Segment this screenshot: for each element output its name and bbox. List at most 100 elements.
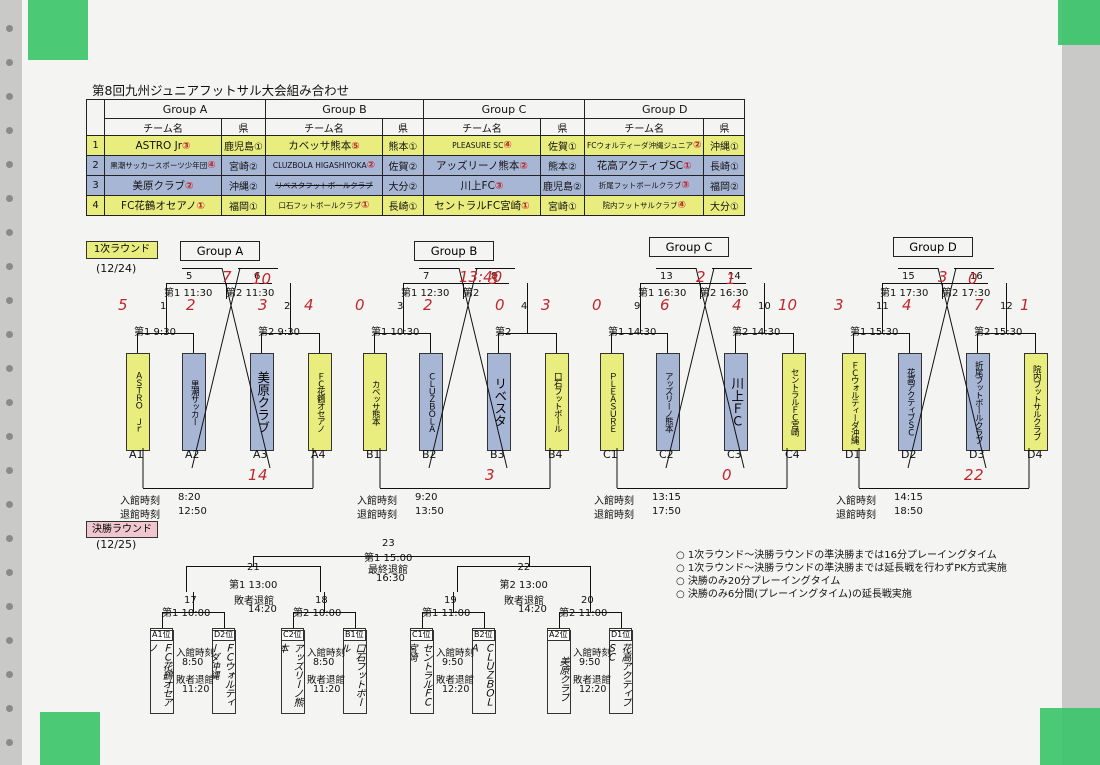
pref-cell: 鹿児島②: [539, 175, 585, 196]
tape-bottom-left: [40, 712, 100, 765]
match-no: 6: [254, 271, 261, 282]
match-no: 7: [423, 271, 430, 282]
binder-hole: [6, 229, 13, 236]
entry-label: 入館時刻: [357, 496, 397, 507]
bracket-line: [355, 612, 356, 628]
binder-hole: [6, 637, 13, 644]
bracket-line: [656, 268, 696, 269]
team-box: ＡＳＴＲＯ Ｊｒ: [126, 353, 150, 451]
bracket-cross-lines: [379, 268, 551, 488]
pref-cell: 大分②: [381, 175, 424, 196]
slot-label: A1: [129, 448, 144, 461]
bracket-line: [1006, 313, 1007, 333]
qf-entry-label: 入館時刻: [176, 648, 215, 659]
rank-mark: ①: [683, 161, 692, 172]
score-mark: 1: [726, 270, 736, 288]
match-time: 第1 10:30: [371, 327, 420, 338]
rank-mark: ④: [207, 160, 216, 171]
row-number: 2: [86, 155, 105, 176]
bracket-line: [1035, 333, 1036, 353]
group-a-header: Group A: [104, 99, 266, 119]
qf-match-no: 18: [315, 595, 328, 606]
match-no: 13: [660, 271, 673, 282]
bracket-line: [712, 268, 752, 269]
bracket-cross-lines: [142, 268, 314, 488]
rule-note: ○ 決勝のみ6分間(プレーイングタイム)の延長戦実施: [676, 589, 912, 600]
pref-cell: 大分①: [703, 195, 746, 216]
exit-label: 退館時刻: [120, 510, 160, 521]
slot-label: B3: [490, 448, 505, 461]
slot-label: C4: [785, 448, 800, 461]
match-time: 第2 11:30: [226, 288, 275, 299]
score-mark: 7: [222, 268, 232, 286]
bracket-line: [422, 612, 423, 628]
team-box: ＣＬＵＺＢＯＬＡ: [419, 353, 443, 451]
pref-cell: 福岡①: [221, 195, 266, 216]
entry-label: 入館時刻: [594, 496, 634, 507]
final-time: 第1 15:00: [364, 553, 413, 564]
binder-hole: [6, 569, 13, 576]
pref-cell: 福岡②: [703, 175, 746, 196]
team-box: セントラルＦＣ宮崎: [782, 353, 806, 451]
exit-time: 13:50: [415, 506, 444, 517]
qf-loser-label: 敗者退館: [573, 675, 612, 686]
bracket-line: [166, 313, 167, 333]
match-time: 第1 16:30: [638, 288, 687, 299]
qf-entry-label: 入館時刻: [573, 648, 612, 659]
bracket-line: [764, 283, 765, 313]
slot-label: D3: [969, 448, 985, 461]
rank-mark: ①: [196, 201, 205, 212]
bracket-line: [559, 612, 560, 628]
team-name: リベスタフットボールクラブ: [275, 181, 373, 190]
semi-loser-time: 14:20: [248, 604, 277, 615]
rule-note: ○ 1次ラウンド～決勝ラウンドの準決勝までは16分プレーイングタイム: [676, 550, 997, 561]
pref-cell: 沖縄②: [221, 175, 266, 196]
rank-mark: ④: [677, 200, 686, 211]
bracket-cross-line: [428, 268, 478, 469]
score-mark: 4: [258, 466, 268, 484]
slot-label: D1: [845, 448, 861, 461]
group-label-b: Group B: [414, 241, 494, 261]
match-time: 第1 14:30: [608, 327, 657, 338]
bracket-line: [617, 488, 787, 489]
final-round-date: (12/25): [96, 538, 137, 551]
entry-time: 13:15: [652, 492, 681, 503]
entry-label: 入館時刻: [120, 496, 160, 507]
qf-team-b: ＦＣウォルティーダ沖縄: [212, 630, 236, 714]
bracket-line: [238, 268, 278, 269]
score-mark: 2: [186, 296, 196, 314]
bracket-line: [942, 283, 943, 299]
exit-time: 18:50: [894, 506, 923, 517]
binder-hole: [6, 331, 13, 338]
bracket-line: [457, 566, 458, 592]
bracket-line: [290, 313, 291, 333]
score-mark: 0: [968, 270, 978, 288]
round1-date: (12/24): [96, 262, 137, 275]
col-pref-d: 県: [703, 118, 746, 136]
pref-cell: 沖縄①: [703, 135, 746, 156]
bracket-line: [293, 612, 355, 613]
match-no: 15: [902, 271, 915, 282]
bracket-line: [764, 313, 765, 333]
bracket-line: [640, 283, 700, 284]
bracket-line: [898, 268, 938, 269]
bracket-line: [222, 283, 272, 284]
bracket-line: [977, 333, 1035, 334]
bracket-line: [403, 283, 463, 284]
match-time: 第1 17:30: [880, 288, 929, 299]
semi-match-no: 21: [247, 562, 260, 573]
rule-note: ○ 決勝のみ20分プレーイングタイム: [676, 576, 841, 587]
team-cell: セントラルFC宮崎①: [422, 195, 541, 216]
qf-loser-time: 11:20: [313, 684, 341, 695]
pref-cell: 熊本①: [381, 135, 424, 156]
bracket-line: [735, 333, 736, 353]
pref-cell: 熊本②: [539, 155, 585, 176]
qf-loser-time: 11:20: [182, 684, 210, 695]
score-mark: 3: [938, 268, 948, 286]
bracket-line: [403, 313, 404, 333]
team-name: 口石フットボールクラブ: [278, 201, 361, 210]
score-mark: 0: [355, 296, 365, 314]
final-match-no: 23: [382, 538, 395, 549]
bracket-line: [419, 268, 459, 269]
bracket-line: [1006, 283, 1007, 313]
